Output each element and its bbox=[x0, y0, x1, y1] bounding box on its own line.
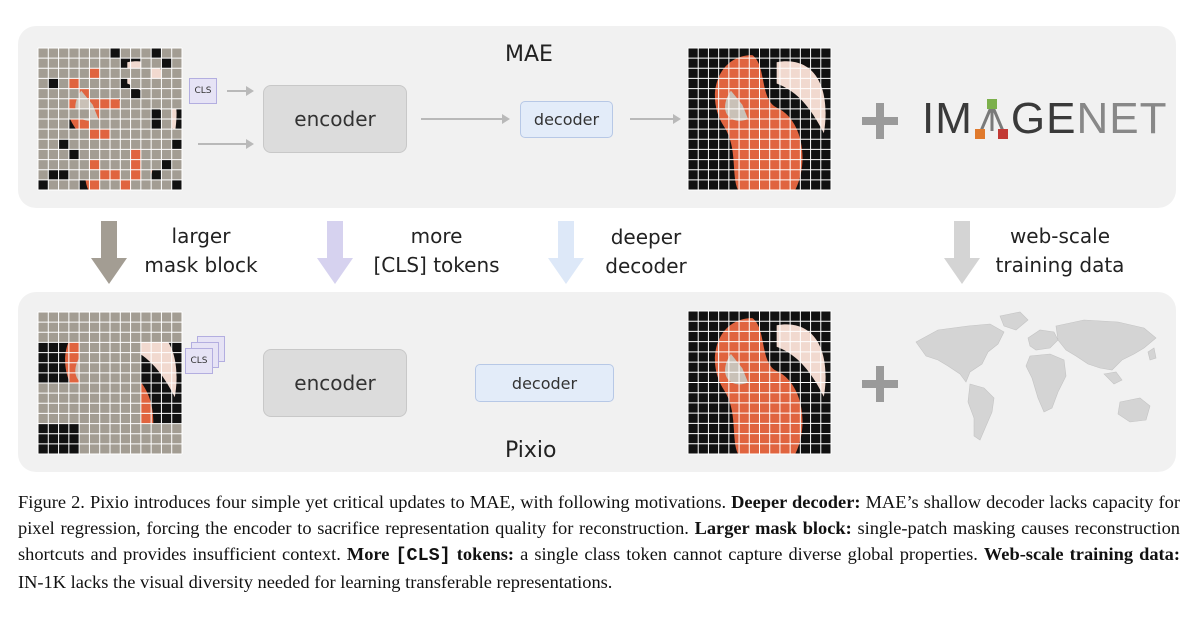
caption-cls-head-b: tokens: bbox=[450, 544, 515, 564]
caption-mask-head: Larger mask block: bbox=[694, 518, 852, 538]
pixio-encoder-block: encoder bbox=[263, 349, 407, 417]
imagenet-logo-text-ge: GE bbox=[1010, 94, 1077, 143]
pixio-masked-input-image bbox=[37, 311, 183, 455]
deeper-decoder-arrow bbox=[548, 221, 584, 284]
caption-decoder-head: Deeper decoder: bbox=[731, 492, 861, 512]
pixio-decoder-block: decoder bbox=[475, 364, 614, 402]
update-label-decoder: deeper decoder bbox=[590, 223, 702, 281]
imagenet-logo: IM GE NET bbox=[922, 94, 1167, 144]
update-label-data: web-scale training data bbox=[985, 222, 1135, 280]
update-label-cls-line1: more bbox=[410, 224, 463, 248]
pixio-reconstructed-image bbox=[687, 310, 832, 455]
pixio-cls-token: CLS bbox=[185, 348, 213, 374]
mae-decoder-block: decoder bbox=[520, 101, 613, 138]
update-label-data-line2: training data bbox=[995, 253, 1125, 277]
web-scale-arrow bbox=[944, 221, 980, 284]
pixio-title: Pixio bbox=[505, 438, 557, 463]
caption-cls-head-a: More bbox=[346, 544, 396, 564]
update-label-decoder-line1: deeper bbox=[610, 225, 682, 249]
caption-cls-body: a single class token cannot capture dive… bbox=[514, 544, 984, 564]
imagenet-tree-icon bbox=[974, 99, 1008, 139]
update-label-mask: larger mask block bbox=[136, 222, 266, 280]
plus-icon bbox=[862, 366, 898, 402]
more-cls-arrow bbox=[317, 221, 353, 284]
caption-mask-body: single-patch masking causes reconstructi… bbox=[18, 518, 1180, 564]
mae-encoder-block: encoder bbox=[263, 85, 407, 153]
figure-caption: Figure 2. Pixio introduces four simple y… bbox=[18, 489, 1180, 595]
update-label-data-line1: web-scale bbox=[1009, 224, 1111, 248]
plus-icon bbox=[862, 103, 898, 139]
caption-decoder-body: MAE’s shallow decoder lacks capacity for… bbox=[18, 492, 1181, 538]
mae-masked-input-image bbox=[37, 47, 183, 191]
caption-data-head: Web-scale training data: bbox=[983, 544, 1180, 564]
larger-mask-arrow bbox=[91, 221, 127, 284]
update-label-decoder-line2: decoder bbox=[605, 254, 687, 278]
caption-figure-label: Figure 2. bbox=[18, 492, 85, 512]
update-label-cls: more [CLS] tokens bbox=[364, 222, 509, 280]
update-label-mask-line2: mask block bbox=[144, 253, 258, 277]
update-label-mask-line1: larger bbox=[171, 224, 231, 248]
imagenet-logo-text-net: NET bbox=[1076, 94, 1168, 143]
mae-reconstructed-image bbox=[687, 47, 832, 191]
mae-cls-token: CLS bbox=[189, 78, 217, 104]
mae-title: MAE bbox=[505, 42, 553, 67]
caption-data-body: IN-1K lacks the visual diversity needed … bbox=[18, 572, 613, 592]
update-label-cls-line2: [CLS] tokens bbox=[373, 253, 500, 277]
caption-intro: Pixio introduces four simple yet critica… bbox=[84, 492, 732, 512]
world-map-icon bbox=[915, 311, 1157, 441]
caption-cls-head-mono: [CLS] bbox=[395, 545, 451, 566]
imagenet-logo-text-im: IM bbox=[922, 94, 973, 143]
